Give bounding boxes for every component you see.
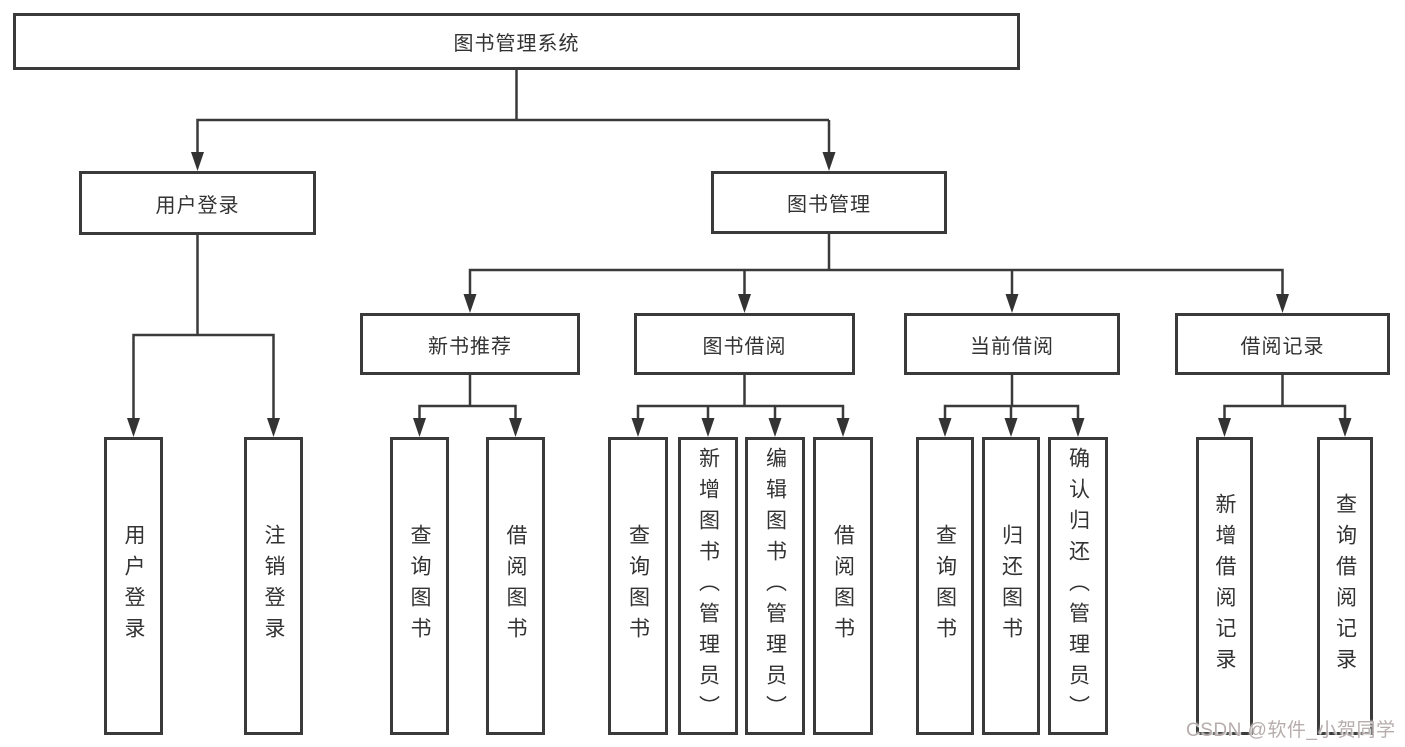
leaf-edit-books-admin: 编辑图书（管理员）	[745, 437, 805, 735]
leaf-label: 归还图书	[999, 524, 1023, 648]
node-current-borrow: 当前借阅	[904, 313, 1120, 375]
node-new-book-recommend: 新书推荐	[360, 313, 580, 375]
leaf-label: 借阅图书	[831, 524, 855, 648]
node-library-management-system: 图书管理系统	[13, 13, 1020, 70]
leaf-query-books-borrow: 查询图书	[608, 437, 668, 735]
node-book-borrow: 图书借阅	[634, 313, 855, 375]
leaf-label: 注销登录	[262, 524, 285, 648]
leaf-add-books-admin: 新增图书（管理员）	[678, 437, 738, 735]
leaf-return-books: 归还图书	[982, 437, 1040, 735]
leaf-borrow-books-newbook: 借阅图书	[486, 437, 545, 735]
leaf-label: 查询图书	[626, 524, 650, 648]
node-borrow-record: 借阅记录	[1175, 313, 1390, 375]
leaf-label: 新增借阅记录	[1213, 493, 1236, 679]
leaf-label: 借阅图书	[504, 524, 527, 648]
leaf-label: 新增图书（管理员）	[696, 446, 720, 726]
leaf-query-borrow-record: 查询借阅记录	[1317, 437, 1373, 735]
node-book-management: 图书管理	[711, 171, 947, 234]
leaf-label: 确认归还（管理员）	[1066, 446, 1090, 726]
leaf-label: 用户登录	[122, 524, 145, 648]
leaf-borrow-books: 借阅图书	[813, 437, 873, 735]
leaf-confirm-return-admin: 确认归还（管理员）	[1048, 437, 1108, 735]
leaf-label: 查询图书	[408, 524, 431, 648]
leaf-query-books-current: 查询图书	[916, 437, 974, 735]
csdn-watermark: CSDN @软件_小贺同学	[1186, 720, 1396, 741]
leaf-user-login: 用户登录	[104, 437, 163, 735]
node-user-login: 用户登录	[79, 171, 316, 235]
leaf-add-borrow-record: 新增借阅记录	[1196, 437, 1253, 735]
leaf-label: 编辑图书（管理员）	[763, 446, 787, 726]
leaf-label: 查询图书	[933, 524, 957, 648]
arrowheads	[127, 152, 1352, 437]
leaf-logout: 注销登录	[244, 437, 303, 735]
leaf-query-books-newbook: 查询图书	[390, 437, 449, 735]
leaf-label: 查询借阅记录	[1333, 493, 1357, 679]
